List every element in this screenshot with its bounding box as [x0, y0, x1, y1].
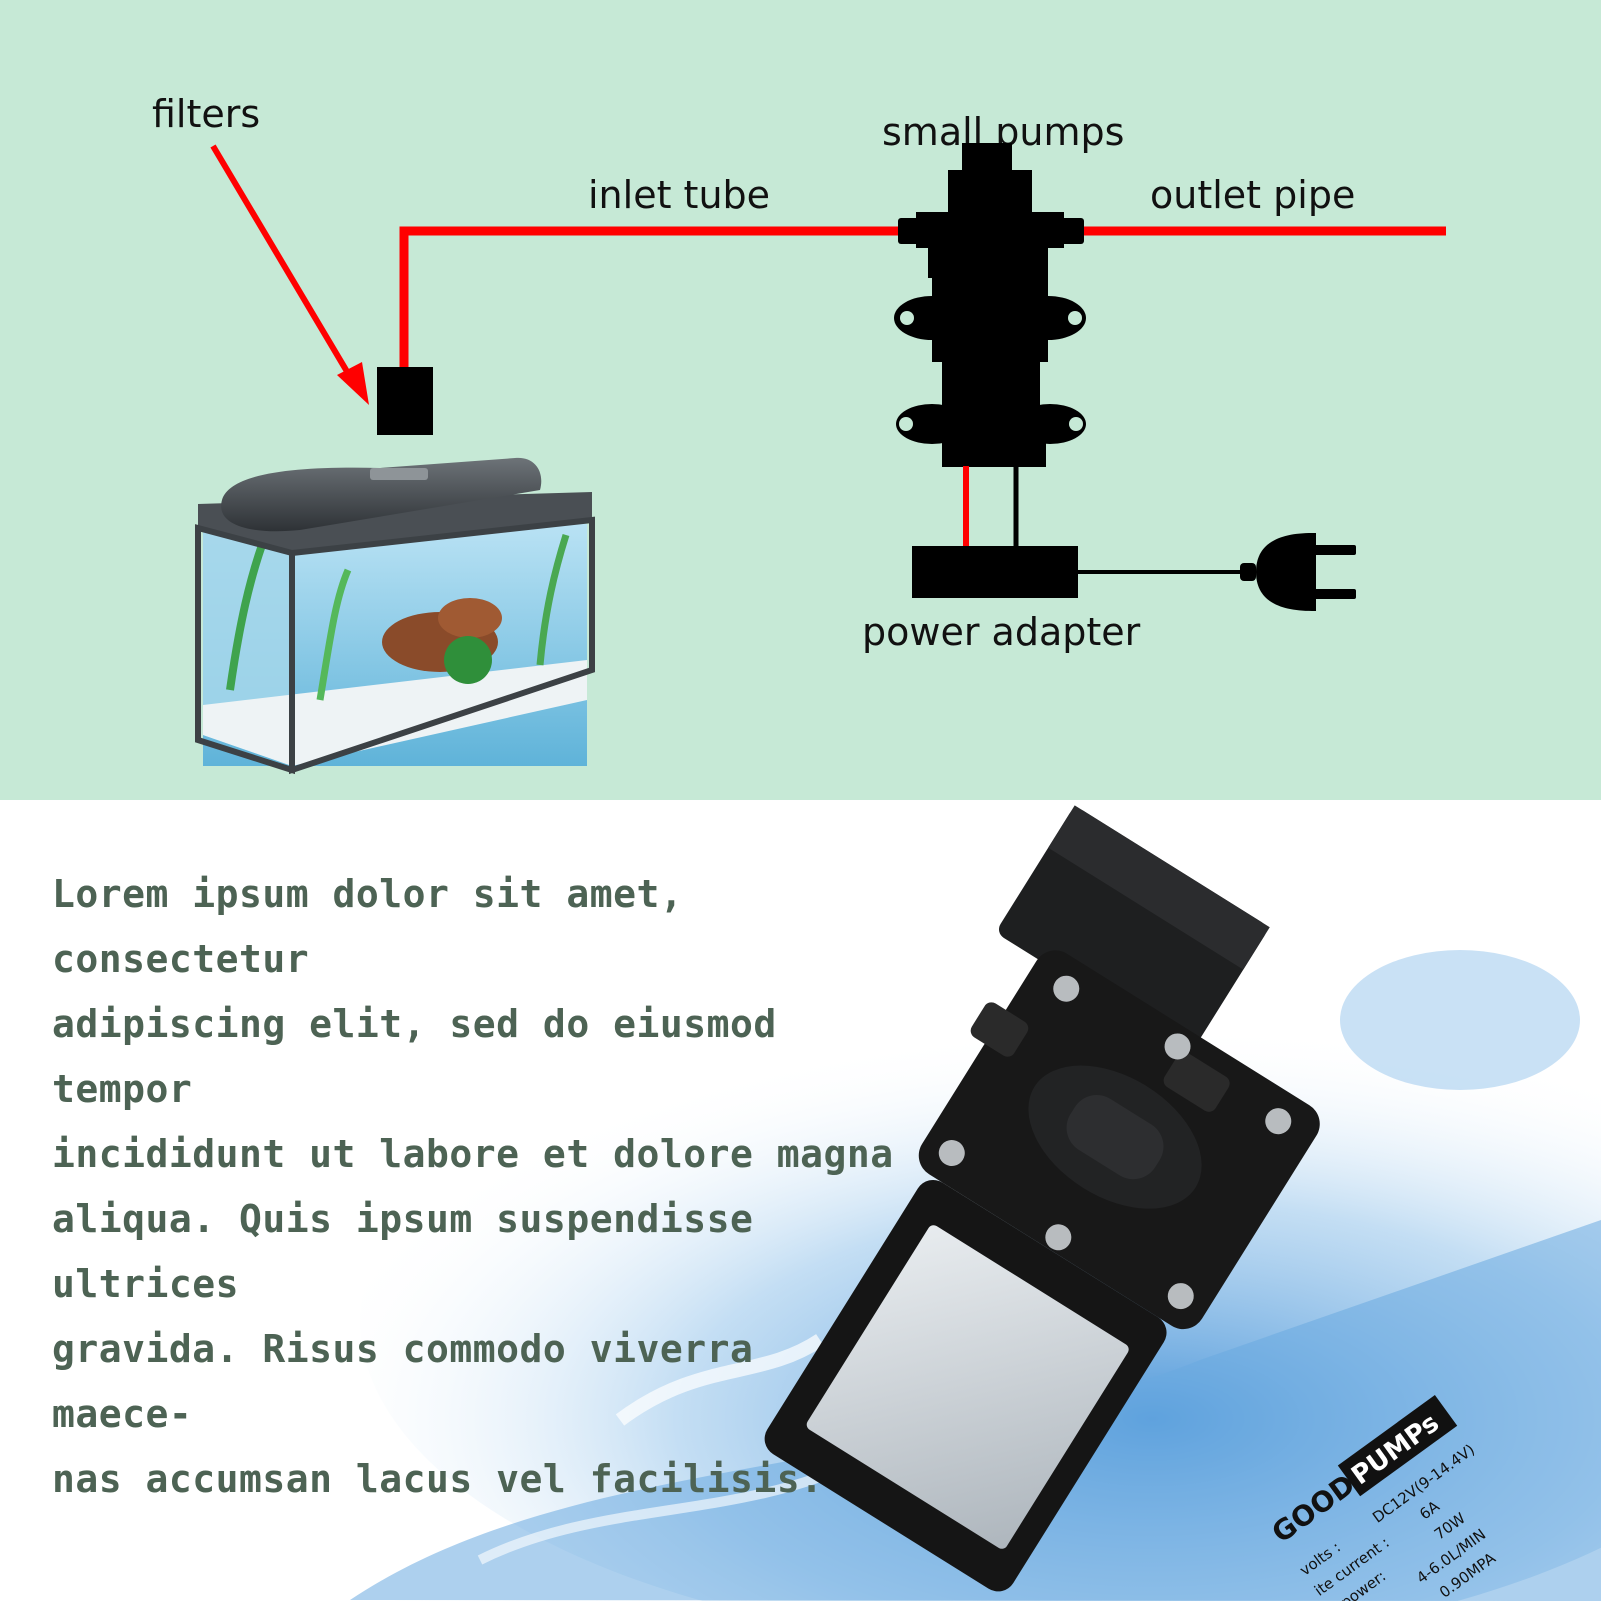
product-panel: GOOD PUMPs volts : DC12V(9-14.4V) ite cu… — [0, 800, 1601, 1601]
brand-badge — [1337, 1395, 1458, 1497]
plug-icon — [1240, 533, 1356, 611]
pump-photo: GOOD PUMPs volts : DC12V(9-14.4V) ite cu… — [350, 805, 1601, 1601]
power-adapter-icon — [912, 546, 1078, 598]
system-diagram: filters inlet tube small pumps outlet pi… — [0, 0, 1601, 800]
inlet-tube — [399, 226, 900, 368]
pump-silhouette-icon — [894, 143, 1086, 467]
pump-product-image — [764, 805, 1320, 1592]
inlet-tube-label: inlet tube — [588, 173, 770, 217]
filters-label: filters — [152, 92, 260, 136]
diagram-canvas: filters inlet tube small pumps outlet pi… — [0, 0, 1601, 800]
description-paragraph: Lorem ipsum dolor sit amet, consectetur … — [52, 872, 894, 1501]
aquarium-icon — [195, 457, 595, 775]
filter-box-icon — [377, 367, 433, 435]
filter-pointer-arrow — [210, 144, 369, 405]
outlet-pipe-label: outlet pipe — [1150, 173, 1355, 217]
power-adapter-label: power adapter — [862, 610, 1141, 654]
